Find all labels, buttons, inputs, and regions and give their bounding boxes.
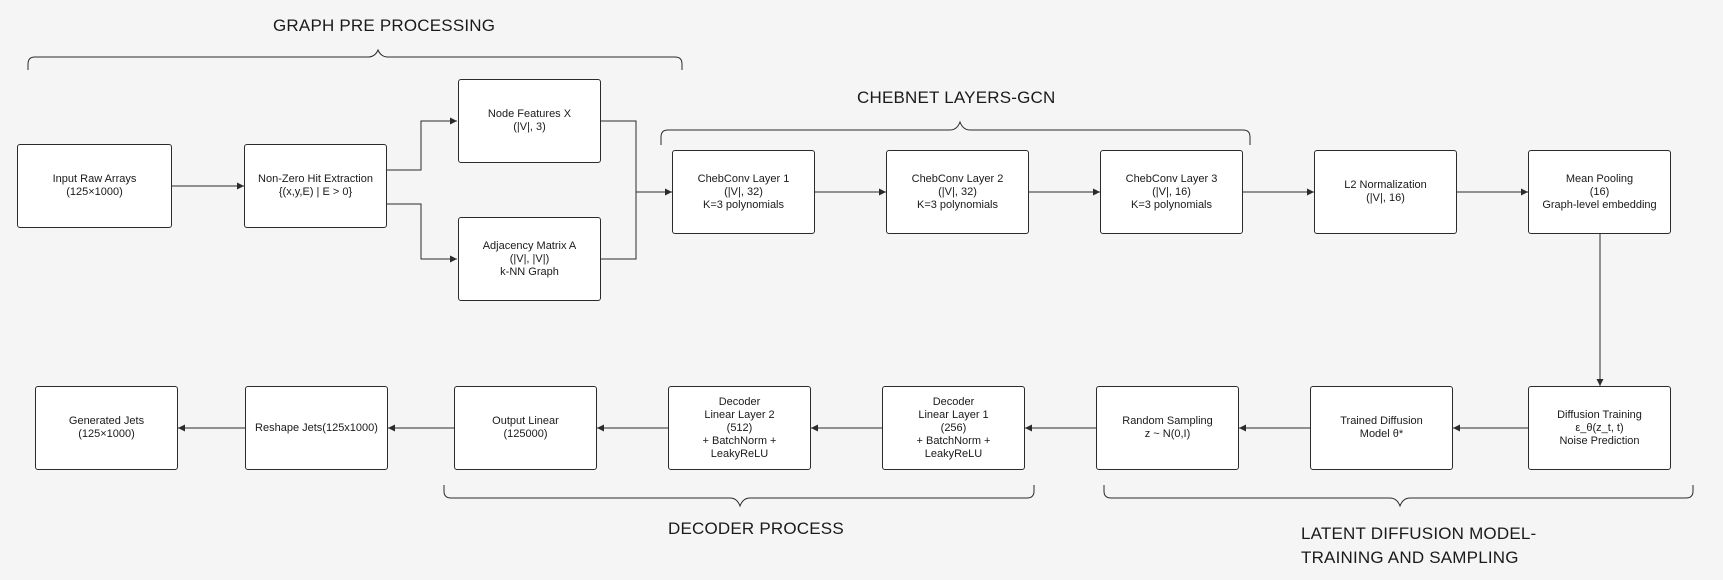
node-label-line: (125×1000) [66,186,123,198]
node-label-line: Output Linear [492,415,559,427]
node-label-line: Random Sampling [1122,415,1213,427]
line-adjacency-merge [600,192,637,260]
node-label-line: Trained Diffusion [1340,415,1423,427]
node-label-line: {(x,y,E) | E > 0} [278,186,353,198]
group-title-latent-diffusion-line2: TRAINING AND SAMPLING [1301,548,1519,567]
node-label-line: Graph-level embedding [1542,198,1657,211]
node-label-line: Input Raw Arrays [52,173,137,185]
node-label-line: (|V|, 32) [938,185,977,198]
node-label-line: Node Features X [487,108,572,120]
node-label-line: (125000) [503,428,548,440]
node-label-line: Linear Layer 2 [704,408,775,421]
node-mean-pooling: Mean Pooling(16)Graph-level embedding [1528,150,1671,234]
node-label-line: ChebConv Layer 2 [911,172,1004,185]
node-label-line: (16) [1589,185,1610,198]
group-title-graph-pre-processing: GRAPH PRE PROCESSING [273,16,496,35]
node-label-line: Decoder [718,395,761,408]
node-label-line: k-NN Graph [500,265,559,278]
node-chebconv-layer-2: ChebConv Layer 2(|V|, 32)K=3 polynomials [886,150,1029,234]
node-label-line: ε_θ(z_t, t) [1575,421,1624,434]
node-label-line: ChebConv Layer 3 [1125,172,1218,185]
node-label-line: Reshape Jets(125x1000) [255,421,378,434]
node-label-line: LeakyReLU [924,447,983,460]
node-label-line: z ~ N(0,I) [1144,428,1191,440]
node-label-line: (|V|, 16) [1152,185,1191,198]
node-label-line: (|V|, 32) [724,185,763,198]
node-generated-jets: Generated Jets(125×1000) [35,386,178,470]
group-title-decoder-process: DECODER PROCESS [668,519,844,538]
group-title-latent-diffusion-line1: LATENT DIFFUSION MODEL- [1301,524,1537,543]
node-label-line: Decoder [932,395,975,408]
node-label-line: Generated Jets [68,415,145,427]
node-label-line: Linear Layer 1 [918,408,989,421]
node-label-line: L2 Normalization [1344,179,1427,191]
node-adjacency-matrix: Adjacency Matrix A(|V|, |V|)k-NN Graph [458,217,601,301]
node-reshape-jets: Reshape Jets(125x1000) [245,386,388,470]
node-label-line: Mean Pooling [1565,172,1634,185]
node-chebconv-layer-3: ChebConv Layer 3(|V|, 16)K=3 polynomials [1100,150,1243,234]
arrow-nonzero-to-features [387,117,457,171]
node-input-raw-arrays: Input Raw Arrays(125×1000) [17,144,172,228]
node-label-line: ChebConv Layer 1 [697,172,790,185]
node-label-line: + BatchNorm + [916,434,991,447]
node-label-line: LeakyReLU [710,447,769,460]
node-label-line: (512) [726,421,753,434]
node-label-line: K=3 polynomials [702,198,785,211]
node-node-features: Node Features X(|V|, 3) [458,79,601,163]
node-chebconv-layer-1: ChebConv Layer 1(|V|, 32)K=3 polynomials [672,150,815,234]
line-features-merge [600,120,637,192]
brace-chebnet [660,120,1251,145]
brace-decoder [443,485,1035,508]
node-label-line: K=3 polynomials [916,198,999,211]
node-label-line: (256) [940,421,967,434]
node-output-linear: Output Linear(125000) [454,386,597,470]
arrow-nonzero-to-adjacency [387,203,457,263]
node-label-line: Adjacency Matrix A [482,239,577,252]
node-label-line: Model θ* [1359,428,1404,440]
node-label-line: Non-Zero Hit Extraction [258,173,373,185]
node-label-line: Diffusion Training [1557,408,1642,421]
group-title-chebnet-layers: CHEBNET LAYERS-GCN [857,88,1056,107]
node-label-line: (|V|, 16) [1366,192,1405,204]
node-l2-normalization: L2 Normalization(|V|, 16) [1314,150,1457,234]
brace-graph-pre [27,48,683,70]
node-label-line: (|V|, |V|) [509,252,550,265]
node-label-line: (125×1000) [78,428,135,440]
node-label-line: Noise Prediction [1559,434,1640,447]
node-label-line: + BatchNorm + [702,434,777,447]
node-label-line: (|V|, 3) [513,121,546,133]
brace-latent [1103,485,1694,508]
node-label-line: K=3 polynomials [1130,198,1213,211]
node-nonzero-hit-extraction: Non-Zero Hit Extraction{(x,y,E) | E > 0} [244,144,387,228]
